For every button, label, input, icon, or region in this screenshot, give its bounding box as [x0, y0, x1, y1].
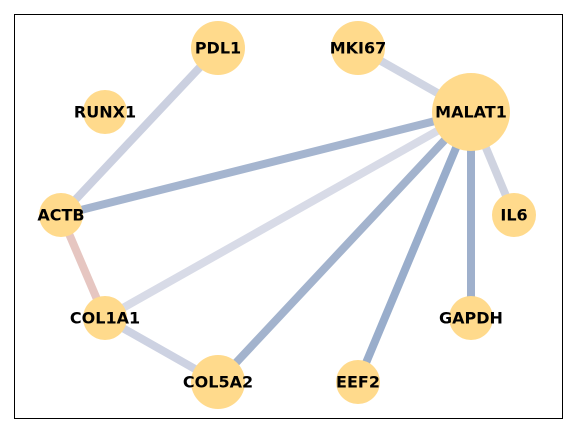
edge-malat1-actb [60, 108, 472, 219]
node-label-runx1: RUNX1 [74, 103, 136, 122]
node-label-eef2: EEF2 [336, 373, 380, 392]
node-label-mki67: MKI67 [330, 39, 387, 58]
node-pdl1 [191, 21, 245, 75]
node-col1a1 [83, 296, 127, 340]
node-label-col5a2: COL5A2 [183, 373, 253, 392]
edge-pdl1-actb [58, 45, 221, 218]
node-label-col1a1: COL1A1 [70, 309, 140, 328]
node-layer [39, 21, 536, 409]
node-runx1 [83, 90, 127, 134]
node-il6 [492, 193, 536, 237]
node-label-gapdh: GAPDH [439, 309, 503, 328]
edge-malat1-col1a1 [103, 108, 473, 322]
node-label-malat1: MALAT1 [435, 103, 507, 122]
node-gapdh [449, 296, 493, 340]
node-label-pdl1: PDL1 [195, 39, 241, 58]
node-malat1 [432, 73, 510, 151]
node-mki67 [331, 21, 385, 75]
node-actb [39, 193, 83, 237]
node-label-actb: ACTB [37, 206, 84, 225]
node-col5a2 [191, 355, 245, 409]
node-eef2 [336, 360, 380, 404]
edge-malat1-col5a2 [215, 109, 474, 385]
node-label-il6: IL6 [500, 206, 527, 225]
edge-malat1-eef2 [354, 110, 475, 384]
